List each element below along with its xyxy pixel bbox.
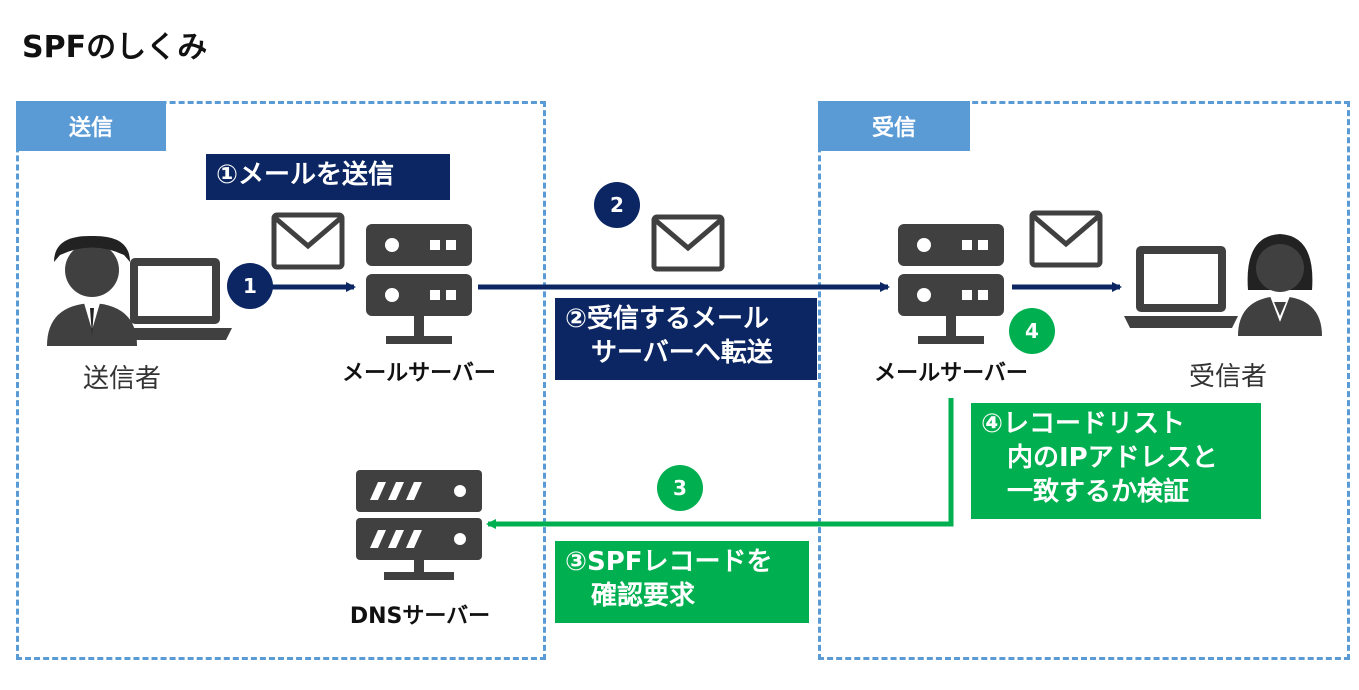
dns-server-icon [356, 470, 482, 580]
receiver-person-icon [1238, 234, 1322, 336]
step-1-box: ①メールを送信 [206, 154, 450, 200]
send-server-label: メールサーバー [342, 361, 496, 386]
receive-zone [818, 101, 1350, 660]
send-zone-tab: 送信 [16, 101, 166, 151]
send-zone [16, 101, 546, 660]
step-2-box: ②受信するメール サーバーへ転送 [555, 298, 817, 380]
sender-person-icon [47, 235, 137, 346]
receiver-label: 受信者 [1188, 362, 1267, 392]
envelope-icon-3 [1029, 210, 1103, 268]
arrow-3 [486, 398, 954, 529]
step-2-circle: 2 [594, 182, 640, 228]
sender-label: 送信者 [82, 364, 161, 394]
send-server-icon [366, 224, 472, 344]
envelope-icon-1 [271, 212, 345, 270]
step-3-circle: 3 [657, 465, 703, 511]
receive-zone-tab: 受信 [818, 101, 970, 151]
step-1-circle: 1 [227, 263, 273, 309]
step-4-circle: 4 [1009, 308, 1055, 354]
recv-server-icon [898, 224, 1004, 344]
dns-server-label: DNSサーバー [349, 604, 491, 629]
receiver-laptop-icon [1124, 246, 1238, 328]
page-title: SPFのしくみ [22, 30, 208, 65]
step-4-box: ④レコードリスト 内のIPアドレスと 一致するか検証 [971, 403, 1261, 519]
recv-server-label: メールサーバー [874, 361, 1028, 386]
step-3-box: ③SPFレコードを 確認要求 [555, 541, 809, 623]
envelope-icon-2 [651, 214, 725, 272]
sender-laptop-icon [118, 258, 232, 340]
